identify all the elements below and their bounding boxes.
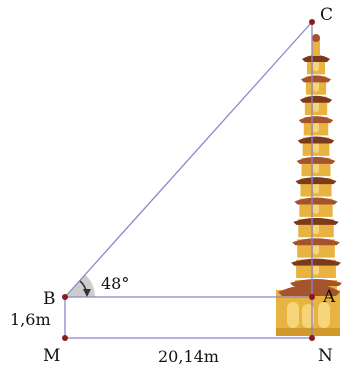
tower-tier-window bbox=[313, 181, 319, 194]
label-c: C bbox=[320, 5, 333, 25]
points bbox=[62, 19, 315, 341]
angle-arrow-icon bbox=[83, 289, 91, 297]
tower-spire-top bbox=[312, 34, 320, 42]
tower-tier-roof bbox=[294, 197, 338, 205]
tower-tier-roof bbox=[292, 238, 340, 246]
point-m bbox=[62, 335, 68, 341]
point-c bbox=[309, 19, 315, 25]
construction-lines bbox=[64, 21, 313, 339]
pagoda-tower-illustration bbox=[276, 34, 342, 336]
tower-tier-window bbox=[313, 99, 319, 113]
line-bc bbox=[64, 21, 313, 298]
tower-tier-window bbox=[313, 201, 319, 214]
tower-tier-roof bbox=[298, 116, 334, 124]
tower-base-window-right bbox=[318, 302, 330, 328]
tower-tier-roof bbox=[293, 217, 339, 225]
tower-tier-window bbox=[313, 59, 319, 72]
label-a: A bbox=[322, 287, 336, 307]
tower-tier-roof bbox=[295, 177, 337, 185]
tower-tier-window bbox=[313, 140, 319, 153]
tower-tier-roof bbox=[290, 279, 342, 286]
tower-tier-window bbox=[313, 160, 319, 174]
tower-tiers bbox=[278, 55, 342, 299]
tower-base-window-center bbox=[302, 304, 314, 328]
tower-tier-window bbox=[313, 262, 319, 275]
angle-label: 48° bbox=[101, 274, 129, 293]
tower-base-roof bbox=[278, 284, 340, 296]
tower-base-step bbox=[276, 328, 340, 336]
label-m: M bbox=[43, 346, 60, 366]
tower-tier-roof bbox=[297, 136, 335, 144]
tower-tier-roof bbox=[302, 55, 330, 62]
point-a bbox=[309, 294, 315, 300]
tower-spire bbox=[312, 38, 320, 56]
label-n: N bbox=[318, 346, 333, 366]
tower-tier-window bbox=[313, 79, 319, 92]
tower-tier-roof bbox=[300, 75, 332, 83]
tower-tier-window bbox=[313, 221, 319, 235]
tower-base-window-left bbox=[287, 302, 299, 328]
distance-label: 20,14m bbox=[158, 347, 219, 366]
tower-tier-roof bbox=[299, 95, 333, 103]
point-b bbox=[62, 294, 68, 300]
tower-tier-roof bbox=[291, 258, 341, 266]
tower-tier-window bbox=[313, 242, 319, 255]
angle-wedge-b bbox=[65, 274, 95, 297]
label-b: B bbox=[43, 289, 56, 309]
tower-tier-roof bbox=[296, 156, 336, 164]
point-n bbox=[309, 335, 315, 341]
height-label: 1,6m bbox=[10, 310, 51, 329]
tower-tier-window bbox=[313, 120, 319, 133]
